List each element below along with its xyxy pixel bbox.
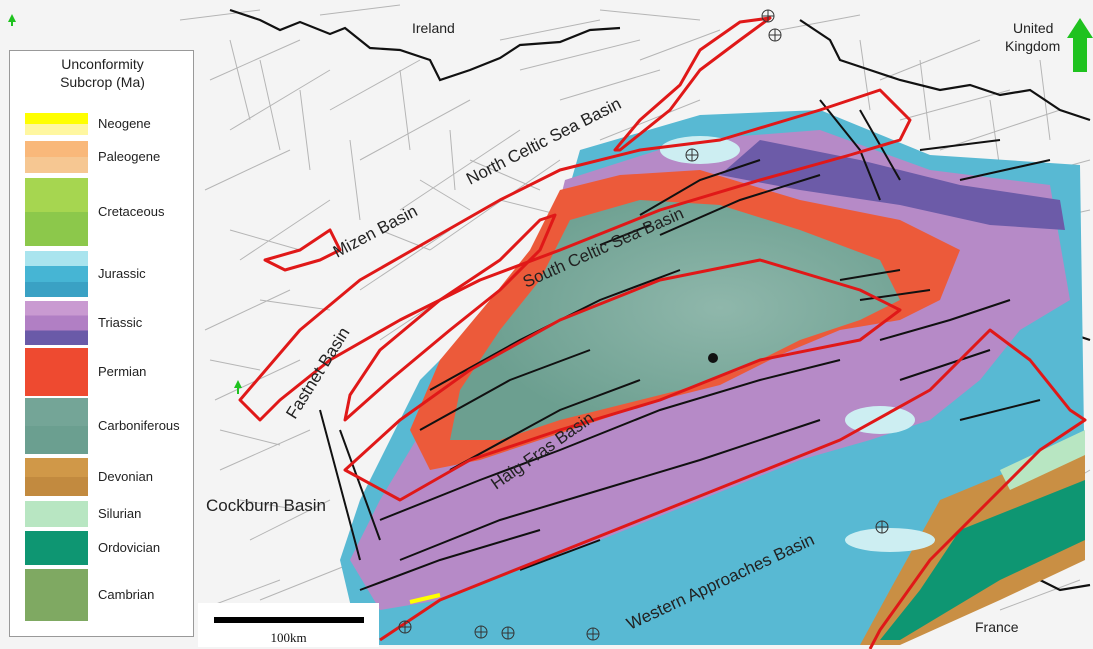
legend-label-silurian: Silurian [98,506,142,521]
ordovician-area [880,480,1085,640]
france-label: France [975,619,1019,635]
borehole-blob [708,353,718,363]
south-celtic-outline [238,88,912,422]
ireland-label: Ireland [412,20,455,36]
legend-swatch-paleogene [25,141,88,173]
neogene-patch [409,593,441,604]
legend-label-jurassic: Jurassic [98,266,146,281]
legend-swatch-neogene [25,113,88,135]
legend-swatch-carboniferous [25,398,88,454]
legend-swatch-triassic [25,301,88,345]
ireland-coast [229,8,621,82]
legend-label-ordovician: Ordovician [98,540,161,555]
legend-label-permian: Permian [98,364,147,379]
legend-swatch-jurassic [25,251,88,297]
fastnet-outline [343,213,557,422]
mizen-outline [263,228,342,272]
scale-bar-line [214,617,364,623]
legend-label-cambrian: Cambrian [98,587,155,602]
borehole-symbols [398,9,889,641]
uk-label-line2: Kingdom [1005,38,1060,54]
legend-label-cretaceous: Cretaceous [98,204,165,219]
pale-jurassic-patch-3 [660,136,740,164]
haig-fras-outline [343,258,902,502]
legend-label-paleogene: Paleogene [98,149,161,164]
legend-label-triassic: Triassic [98,315,143,330]
legend-swatch-ordovician [25,531,88,565]
pale-jurassic-patch [845,528,935,552]
scale-bar: 100km [198,603,379,647]
legend-swatch-cambrian [25,569,88,621]
uk-label-line1: United [1013,20,1053,36]
legend-swatch-cretaceous [25,178,88,246]
silurian-area [1000,430,1085,490]
small-north-arrow-icon-2 [234,380,242,394]
north-arrow-icon [1067,18,1093,72]
legend-title-line2: Subcrop (Ma) [60,74,145,90]
legend-swatch-devonian [25,458,88,496]
legend-label-neogene: Neogene [98,116,151,131]
basin-outlines [238,16,1087,649]
western-approaches-outline [379,328,1087,649]
legend-title: Unconformity Subcrop (Ma) [10,55,195,91]
legend-label-carboniferous: Carboniferous [98,418,180,433]
carboniferous-area [450,200,900,440]
north-celtic-outline [613,16,772,152]
cockburn-basin-label: Cockburn Basin [206,496,326,515]
legend-swatch-silurian [25,501,88,527]
legend-title-line1: Unconformity [61,56,144,72]
legend-swatch-permian [25,348,88,396]
small-north-arrow-icon [8,14,16,26]
triassic-dark-band [720,140,1065,230]
uk-wales-coast [799,19,1091,122]
scale-bar-label: 100km [270,630,307,645]
legend-label-devonian: Devonian [98,469,153,484]
